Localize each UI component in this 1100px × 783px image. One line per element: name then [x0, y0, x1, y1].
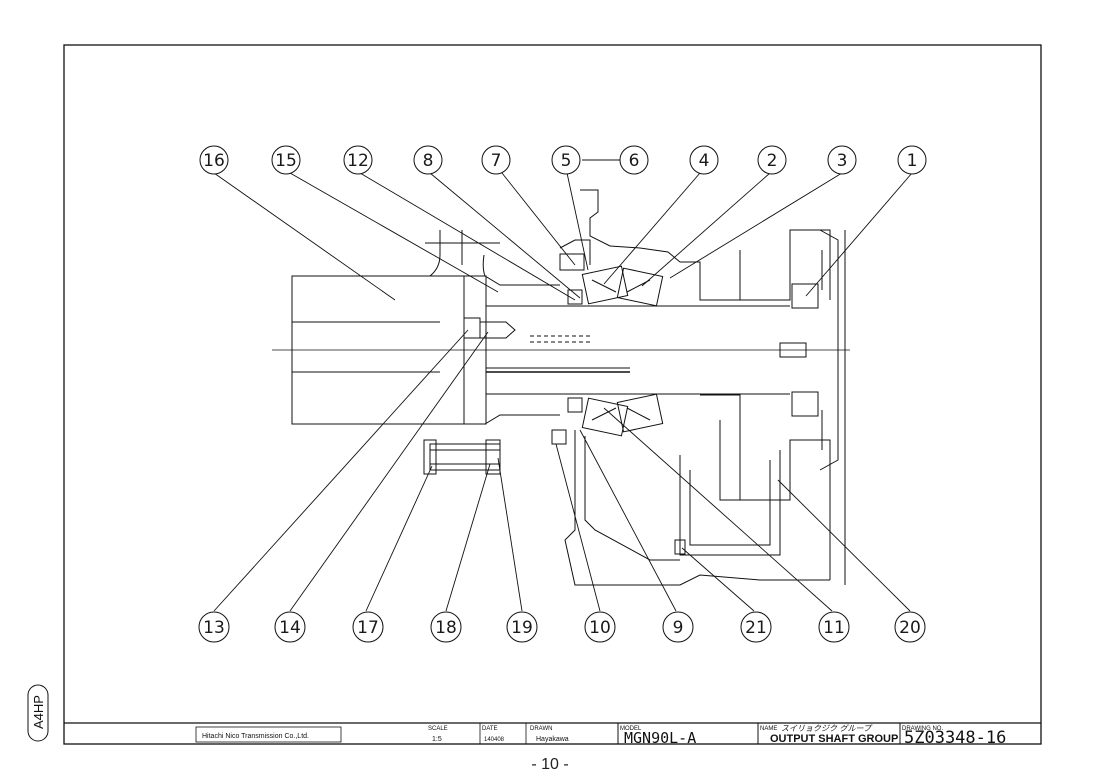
drawing-no-value: 5Z03348-16: [904, 728, 1006, 748]
callout-7: 7: [481, 145, 511, 175]
svg-text:13: 13: [203, 618, 225, 638]
title-block: Hitachi Nico Transmission Co.,Ltd. SCALE…: [64, 722, 1041, 748]
callout-8: 8: [413, 145, 443, 175]
callout-9: 9: [662, 611, 694, 643]
name-value: OUTPUT SHAFT GROUP: [770, 733, 898, 745]
callout-20: 20: [894, 611, 926, 643]
date-label: DATE: [482, 726, 498, 732]
svg-text:9: 9: [673, 618, 684, 638]
callout-16: 16: [199, 145, 229, 175]
cross-section-drawing: [272, 189, 850, 586]
callouts-bottom: 13 14 17 18 19 10 9 21 11 20: [198, 611, 926, 643]
svg-text:21: 21: [745, 618, 767, 638]
drawn-value: Hayakawa: [536, 736, 569, 743]
svg-text:10: 10: [589, 618, 611, 638]
drawing-no-label: DRAWING NO.: [902, 726, 943, 732]
scale-value: 1:5: [432, 736, 442, 743]
date-value: 140408: [484, 737, 505, 743]
page-number: - 10 -: [531, 756, 569, 773]
svg-text:3: 3: [837, 151, 848, 171]
name-jp: スイリョクジク グループ: [781, 724, 873, 733]
svg-text:20: 20: [899, 618, 921, 638]
svg-text:2: 2: [767, 151, 778, 171]
svg-text:15: 15: [275, 151, 297, 171]
callout-4: 4: [689, 145, 719, 175]
callouts-top: 16 15 12 8 7 5 6 4 2 3 1: [199, 145, 927, 175]
callout-17: 17: [352, 611, 384, 643]
callout-11: 11: [818, 611, 850, 643]
model-label: MODEL: [620, 726, 642, 732]
leader-lines: [213, 159, 913, 612]
paper-size-tag: A4HP: [27, 684, 49, 742]
svg-text:1: 1: [907, 151, 918, 171]
callout-10: 10: [584, 611, 616, 643]
callout-2: 2: [757, 145, 787, 175]
svg-text:18: 18: [435, 618, 457, 638]
callout-1: 1: [897, 145, 927, 175]
svg-text:12: 12: [347, 151, 369, 171]
callout-21: 21: [740, 611, 772, 643]
callout-6: 6: [619, 145, 649, 175]
svg-text:19: 19: [511, 618, 533, 638]
svg-text:11: 11: [823, 618, 845, 638]
callout-13: 13: [198, 611, 230, 643]
company-name: Hitachi Nico Transmission Co.,Ltd.: [202, 733, 309, 740]
callout-15: 15: [271, 145, 301, 175]
svg-text:7: 7: [491, 151, 502, 171]
svg-text:17: 17: [357, 618, 379, 638]
svg-text:8: 8: [423, 151, 434, 171]
svg-text:14: 14: [279, 618, 301, 638]
svg-text:5: 5: [561, 151, 572, 171]
name-label: NAME: [760, 726, 777, 732]
callout-19: 19: [506, 611, 538, 643]
callout-12: 12: [343, 145, 373, 175]
callout-3: 3: [827, 145, 857, 175]
drawn-label: DRAWN: [530, 726, 552, 732]
callout-14: 14: [274, 611, 306, 643]
svg-text:6: 6: [629, 151, 640, 171]
callout-5: 5: [551, 145, 581, 175]
model-value: MGN90L-A: [624, 729, 696, 747]
scale-label: SCALE: [428, 726, 448, 732]
drawing-border: [63, 44, 1042, 745]
callout-18: 18: [430, 611, 462, 643]
svg-text:A4HP: A4HP: [31, 695, 46, 729]
svg-text:4: 4: [699, 151, 710, 171]
svg-text:16: 16: [203, 151, 225, 171]
